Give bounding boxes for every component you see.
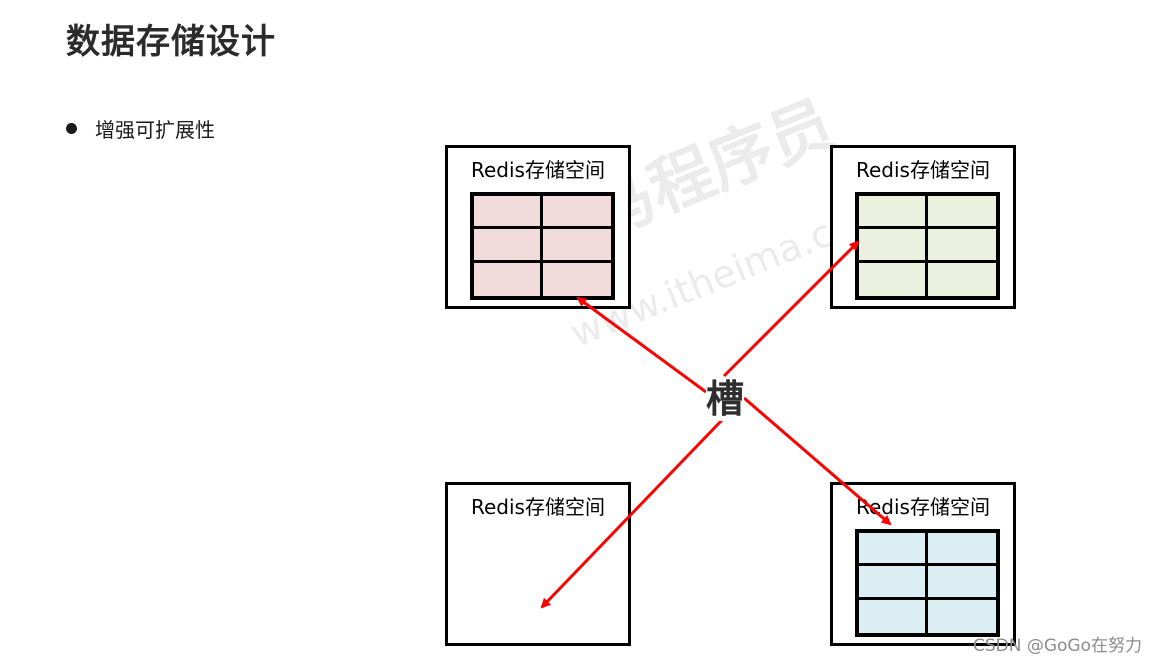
slot-cell (474, 229, 543, 263)
slot-cell (859, 262, 928, 296)
bullet-dot (66, 123, 77, 134)
bullet-item: 增强可扩展性 (66, 114, 215, 143)
redis-storage-label: Redis存储空间 (856, 158, 990, 182)
slot-cell (927, 229, 996, 263)
redis-storage-box-top-left: Redis存储空间 (445, 145, 631, 309)
slot-cell (927, 196, 996, 230)
arrow-to-bottom-left (540, 418, 724, 609)
arrow-to-top-right (722, 240, 860, 378)
slot-cell (927, 533, 996, 567)
slot-label: 槽 (706, 377, 745, 421)
page-title: 数据存储设计 (66, 22, 276, 62)
arrow-to-top-left (576, 296, 707, 394)
slot-cell (859, 196, 928, 230)
redis-storage-label: Redis存储空间 (471, 158, 605, 182)
slot-grid (470, 192, 615, 300)
redis-storage-box-bottom-left: Redis存储空间 (445, 482, 631, 646)
slot-cell (542, 229, 611, 263)
slot-cell (542, 196, 611, 230)
slot-cell (859, 566, 928, 600)
slot-cell (859, 533, 928, 567)
slot-grid (855, 529, 1000, 637)
redis-storage-label: Redis存储空间 (471, 495, 605, 519)
csdn-watermark: CSDN @GoGo在努力 (972, 636, 1142, 656)
slot-cell (859, 229, 928, 263)
slot-cell (474, 196, 543, 230)
slot-cell (859, 599, 928, 633)
slot-cell (474, 262, 543, 296)
redis-storage-box-top-right: Redis存储空间 (830, 145, 1016, 309)
bullet-text: 增强可扩展性 (95, 118, 215, 142)
slot-cell (927, 566, 996, 600)
arrow-to-bottom-right (743, 396, 892, 526)
slot-grid (855, 192, 1000, 300)
